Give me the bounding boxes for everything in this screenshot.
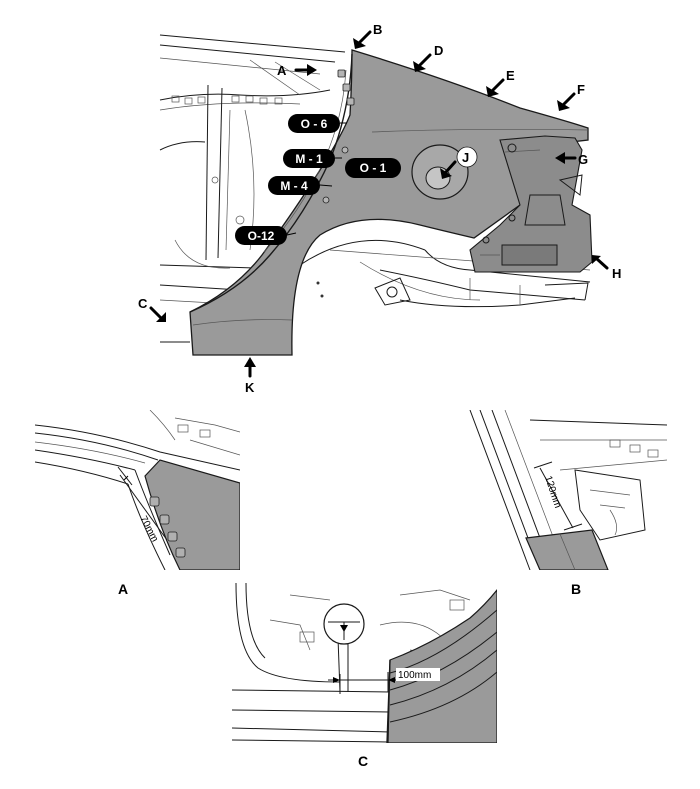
detail-c-label: C (358, 753, 368, 769)
svg-text:M - 4: M - 4 (280, 179, 308, 193)
underbody-lineart (299, 239, 591, 308)
detail-c-dimension: 100mm (398, 670, 431, 681)
svg-text:O-12: O-12 (248, 229, 275, 243)
callout-f: F (577, 82, 585, 97)
callout-j-badge: J (456, 146, 478, 168)
pillar-holes (322, 69, 355, 204)
detail-b-dimension: 120mm (542, 475, 563, 510)
detail-a: 70mm A (35, 410, 240, 597)
pill-o12: O-12 (235, 226, 287, 245)
main-callout-arrows (149, 30, 609, 378)
callout-g: G (578, 152, 588, 167)
callout-a: A (277, 63, 287, 78)
callout-b: B (373, 22, 382, 37)
pill-m4: M - 4 (268, 176, 320, 195)
detail-b-label: B (571, 581, 581, 597)
rear-structure (469, 135, 593, 273)
callout-h: H (612, 266, 621, 281)
svg-text:O - 1: O - 1 (360, 161, 387, 175)
callout-e: E (506, 68, 515, 83)
callout-j: J (462, 150, 469, 165)
callout-d: D (434, 43, 443, 58)
pill-o1: O - 1 (345, 158, 401, 178)
main-body-view: A B D E F G H C K J O - 6 M - 1 O - 1 M … (138, 22, 621, 395)
callout-k: K (245, 380, 255, 395)
pill-o6: O - 6 (288, 114, 340, 133)
callout-c: C (138, 296, 148, 311)
svg-text:M - 1: M - 1 (295, 152, 323, 166)
pill-m1: M - 1 (283, 149, 335, 168)
detail-c: 100mm C (232, 583, 497, 769)
svg-text:O - 6: O - 6 (301, 117, 328, 131)
detail-b: 120mm B (469, 410, 667, 597)
detail-a-label: A (118, 581, 128, 597)
detail-a-dimension: 70mm (137, 514, 160, 544)
